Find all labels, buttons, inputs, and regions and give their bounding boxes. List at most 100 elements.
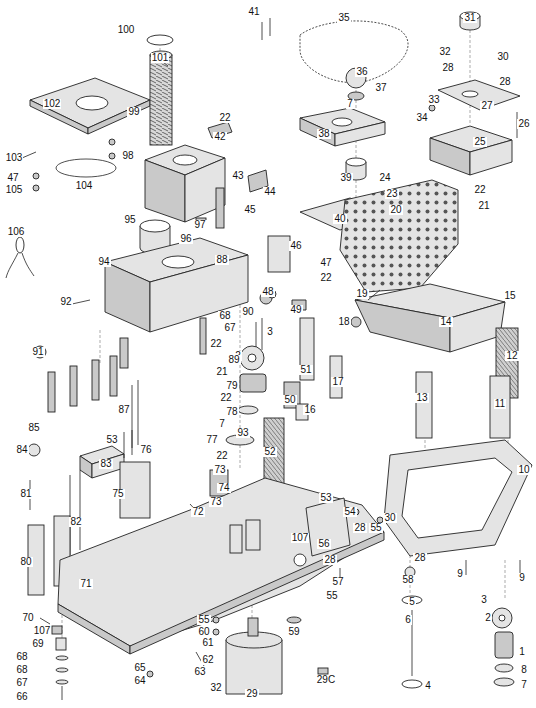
part-polygon — [150, 255, 248, 332]
callout-number: 85 — [27, 423, 40, 433]
callout-number: 98 — [121, 151, 134, 161]
callout-number: 7 — [520, 680, 528, 690]
callout-number: 30 — [496, 52, 509, 62]
part-polygon — [355, 300, 450, 352]
part-ellipse — [494, 678, 514, 686]
part-ellipse — [56, 159, 116, 177]
callout-number: 28 — [353, 523, 366, 533]
part-rect — [300, 318, 314, 380]
callout-number: 92 — [59, 297, 72, 307]
part-line — [262, 22, 263, 40]
callout-number: 104 — [75, 181, 94, 191]
callout-number: 97 — [193, 220, 206, 230]
callout-number: 53 — [105, 435, 118, 445]
part-line — [100, 330, 101, 365]
callout-number: 101 — [151, 53, 170, 63]
callout-number: 89 — [227, 355, 240, 365]
callout-number: 1 — [518, 647, 526, 657]
part-rect — [416, 372, 432, 438]
part-line — [138, 380, 139, 445]
callout-number: 36 — [355, 67, 368, 77]
callout-number: 102 — [43, 99, 62, 109]
callout-number: 33 — [427, 95, 440, 105]
callout-number: 32 — [209, 683, 222, 693]
callout-number: 57 — [331, 577, 344, 587]
part-ellipse — [16, 237, 24, 253]
callout-number: 96 — [179, 234, 192, 244]
part-rect — [240, 374, 266, 392]
part-polygon — [58, 604, 130, 654]
part-ellipse — [173, 155, 197, 165]
callout-number: 43 — [231, 171, 244, 181]
part-ellipse — [140, 220, 170, 232]
callout-number: 67 — [15, 678, 28, 688]
part-ellipse — [162, 256, 194, 268]
callout-number: 53 — [319, 493, 332, 503]
callout-number: 28 — [441, 63, 454, 73]
callout-number: 37 — [374, 83, 387, 93]
part-polygon — [30, 78, 150, 128]
callout-number: 22 — [218, 113, 231, 123]
callout-number: 64 — [133, 676, 146, 686]
callout-number: 4 — [424, 681, 432, 691]
part-circle — [499, 615, 505, 621]
part-polygon — [300, 118, 335, 146]
part-circle — [213, 629, 219, 635]
callout-number: 84 — [15, 445, 28, 455]
part-line — [356, 90, 357, 200]
callout-number: 44 — [263, 187, 276, 197]
part-rect — [318, 668, 328, 674]
callout-number: 93 — [236, 428, 249, 438]
part-ellipse — [332, 118, 352, 126]
callout-number: 52 — [263, 447, 276, 457]
part-rect — [246, 520, 260, 550]
callout-number: 26 — [517, 119, 530, 129]
part-line — [62, 686, 63, 700]
callout-number: 2 — [484, 613, 492, 623]
callout-number: 10 — [517, 465, 530, 475]
part-ellipse — [56, 656, 68, 660]
callout-number: 66 — [15, 692, 28, 702]
part-circle — [33, 185, 39, 191]
callout-number: 22 — [215, 451, 228, 461]
part-circle — [147, 671, 153, 677]
part-circle — [109, 139, 115, 145]
part-rect — [92, 360, 99, 400]
callout-number: 69 — [31, 639, 44, 649]
callout-number: 7 — [346, 99, 354, 109]
callout-number: 55 — [197, 615, 210, 625]
callout-number: 72 — [191, 507, 204, 517]
part-rect — [200, 318, 206, 354]
callout-number: 23 — [385, 189, 398, 199]
part-line — [124, 432, 125, 458]
callout-number: 107 — [291, 533, 310, 543]
callout-number: 6 — [404, 615, 412, 625]
part-polygon — [430, 138, 470, 175]
callout-number: 75 — [111, 489, 124, 499]
callout-number: 22 — [209, 339, 222, 349]
callout-number: 47 — [6, 173, 19, 183]
callout-number: 13 — [415, 393, 428, 403]
callout-number: 40 — [333, 214, 346, 224]
callout-number: 95 — [123, 215, 136, 225]
part-polygon — [340, 180, 458, 292]
callout-number: 21 — [477, 201, 490, 211]
callout-number: 103 — [5, 153, 24, 163]
callout-number: 91 — [31, 347, 44, 357]
callout-number: 27 — [480, 101, 493, 111]
part-rect — [150, 55, 172, 145]
callout-number: 47 — [319, 258, 332, 268]
callout-number: 94 — [97, 257, 110, 267]
callout-number: 82 — [69, 517, 82, 527]
callout-number: 11 — [494, 399, 506, 409]
callout-number: 3 — [266, 327, 274, 337]
callout-number: 32 — [438, 47, 451, 57]
part-line — [40, 618, 50, 624]
callout-number: 59 — [287, 627, 300, 637]
part-ellipse — [287, 617, 301, 623]
part-ellipse — [56, 668, 68, 672]
part-line — [132, 430, 133, 455]
callout-number: 88 — [215, 255, 228, 265]
